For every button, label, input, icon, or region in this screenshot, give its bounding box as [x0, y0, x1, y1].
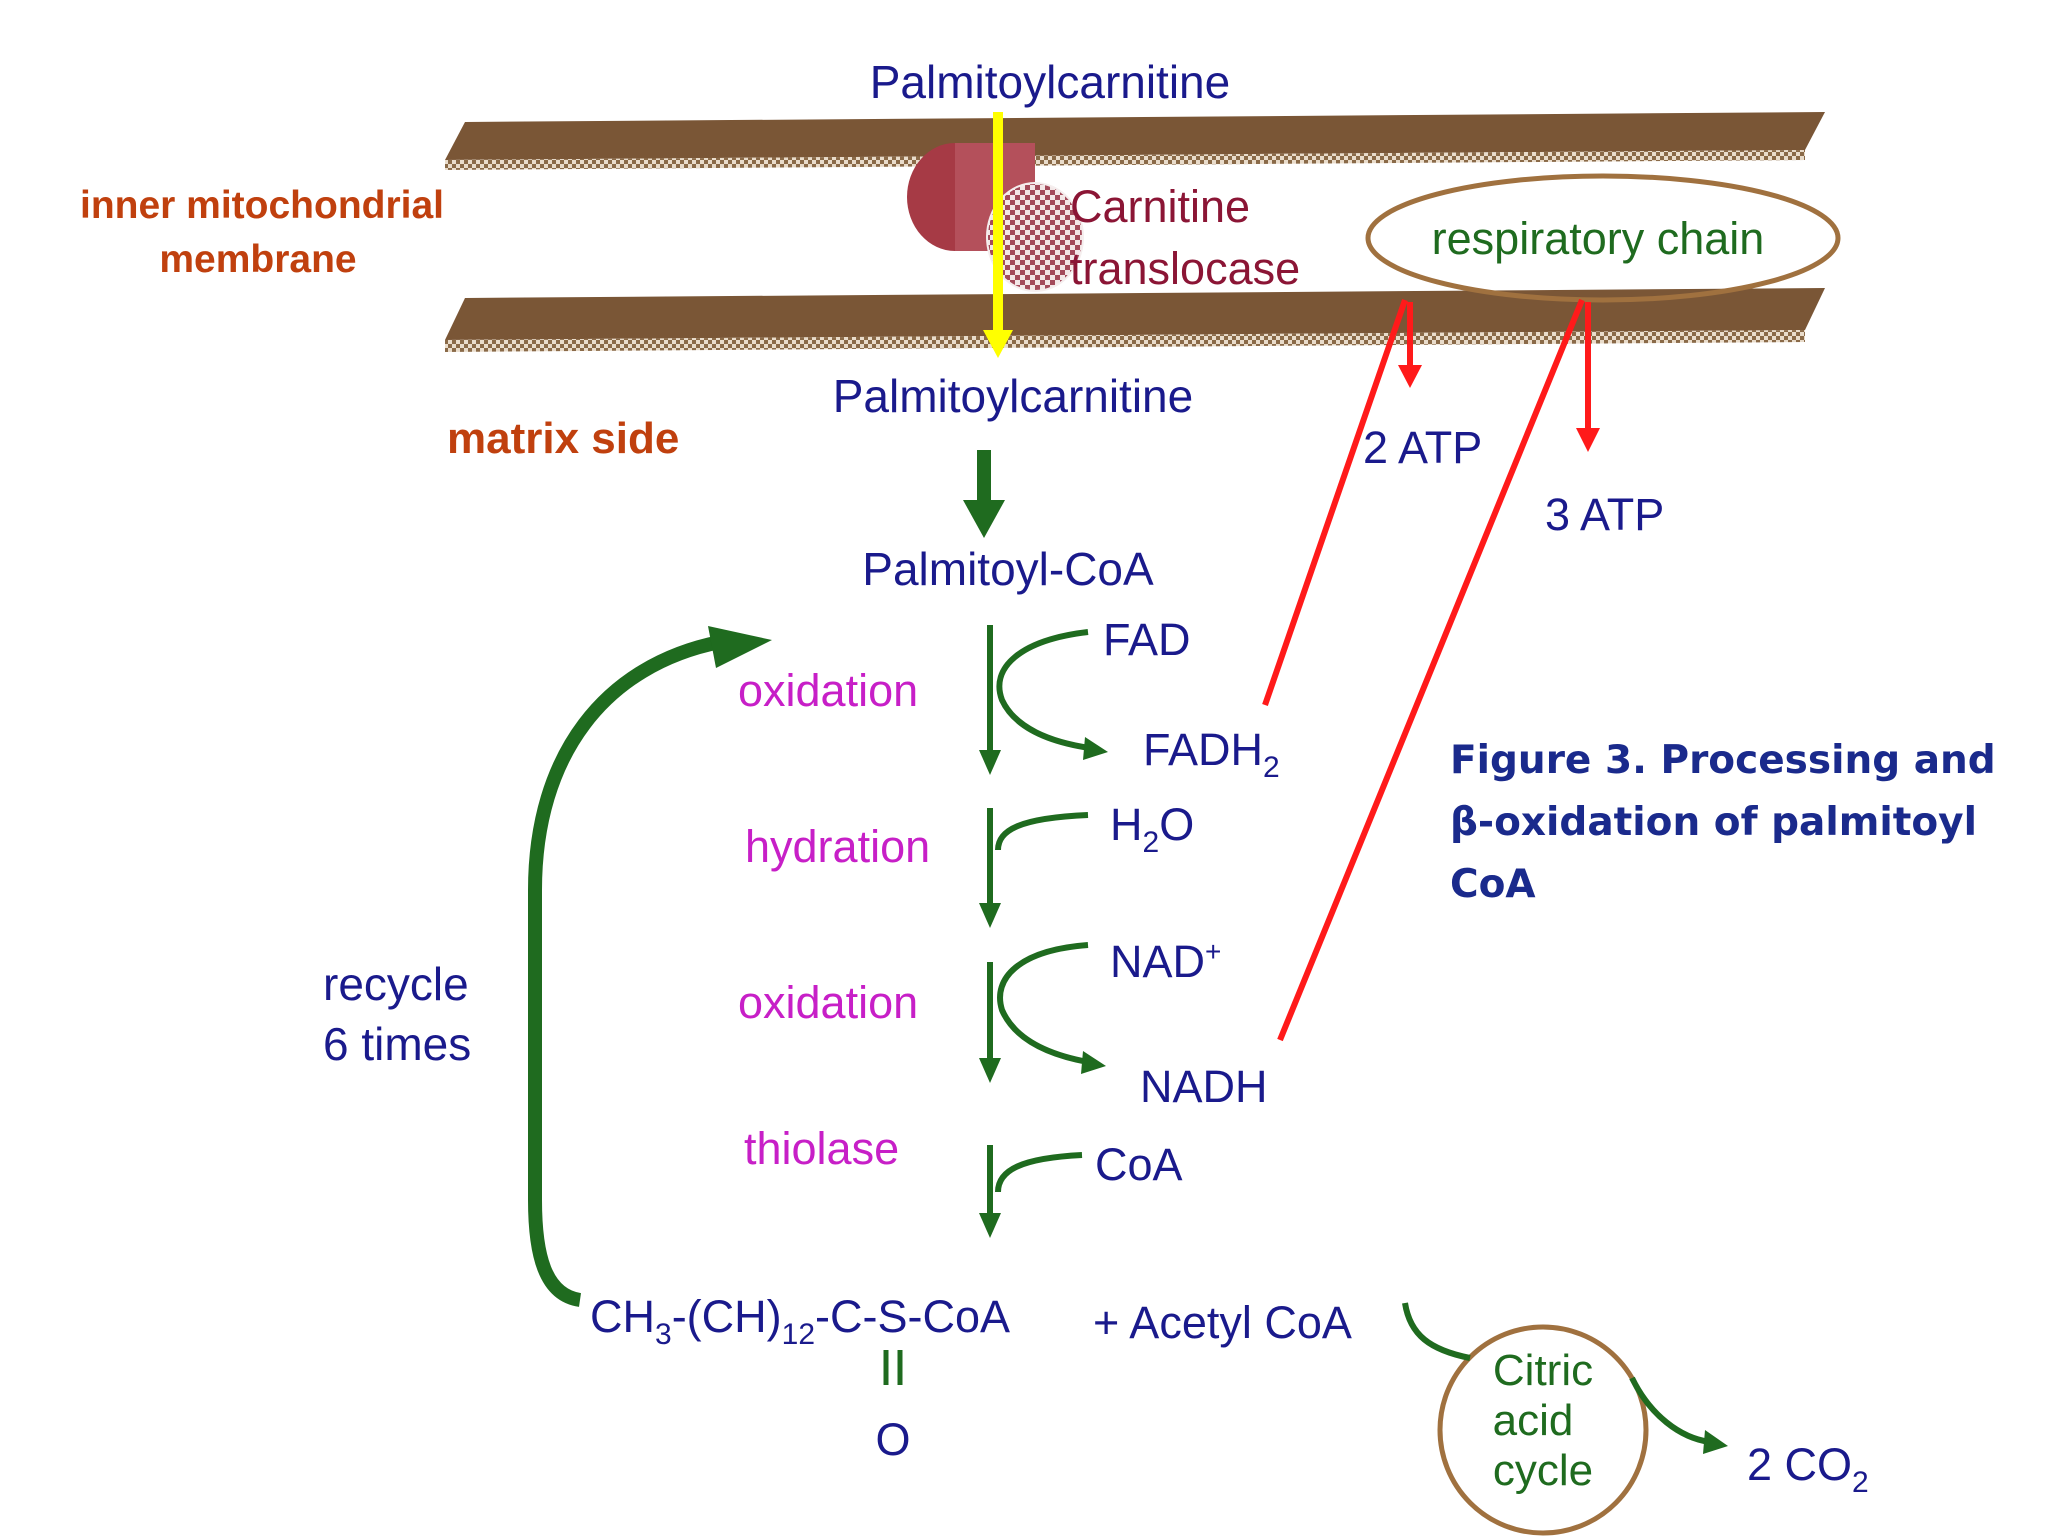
- citric-label-line1: Citric: [1493, 1346, 1593, 1395]
- step1-name: oxidation: [738, 665, 918, 716]
- transport-arrow: [983, 112, 1013, 358]
- water-label: H2O: [1110, 799, 1194, 859]
- respiratory-chain-label: respiratory chain: [1432, 213, 1765, 264]
- recycle-label-line1: recycle: [323, 958, 469, 1010]
- citric-cycle-circle: [1437, 1324, 1649, 1536]
- recycle-arrow: [528, 626, 772, 1307]
- step4-name: thiolase: [744, 1123, 899, 1174]
- upper-membrane: [445, 112, 1825, 170]
- membrane-label-line2: membrane: [159, 238, 356, 281]
- enzyme-label-line1: Carnitine: [1070, 181, 1250, 232]
- membrane-label-line1: inner mitochondrial: [80, 184, 444, 227]
- citric-label-line2: acid: [1493, 1396, 1574, 1445]
- co2-label: 2 CO2: [1747, 1439, 1869, 1499]
- cycle-to-co2-arrow: [1629, 1376, 1728, 1454]
- coa-label: CoA: [1095, 1139, 1183, 1190]
- product-formula: CH3-(CH)12-C-S-CoA: [590, 1291, 1010, 1351]
- acetyl-to-cycle-arrow: [1402, 1302, 1471, 1361]
- respiratory-chain-ellipse: [1365, 173, 1841, 303]
- caption-line-1: Figure 3. Processing and: [1450, 738, 1996, 783]
- lower-membrane: [445, 288, 1825, 352]
- step2-name: hydration: [745, 821, 930, 872]
- citric-label-line3: cycle: [1493, 1446, 1593, 1495]
- figure-caption: Figure 3. Processing and β-oxidation of …: [1450, 730, 2010, 916]
- pathway-arrows: [963, 450, 1108, 1238]
- caption-line-3: CoA: [1450, 862, 1536, 907]
- matrix-side-label: matrix side: [447, 414, 679, 463]
- fadh2-label: FADH2: [1143, 724, 1280, 784]
- step3-name: oxidation: [738, 977, 918, 1028]
- nadh-label: NADH: [1140, 1061, 1268, 1112]
- inside-substrate-label: Palmitoylcarnitine: [833, 370, 1193, 422]
- enzyme-label-line2: translocase: [1070, 243, 1300, 294]
- oxygen-label: O: [875, 1414, 910, 1465]
- carbonyl-bond: [883, 1350, 903, 1385]
- recycle-label-line2: 6 times: [323, 1018, 471, 1070]
- atp-right-label: 3 ATP: [1545, 489, 1664, 540]
- fad-label: FAD: [1103, 614, 1191, 665]
- acetyl-coa-label: + Acetyl CoA: [1093, 1297, 1352, 1348]
- nad-label: NAD+: [1110, 936, 1221, 987]
- caption-line-2: β-oxidation of palmitoyl: [1450, 800, 1977, 845]
- atp-left-label: 2 ATP: [1363, 422, 1482, 473]
- atp-arrows: [1262, 298, 1600, 1042]
- palmitoyl-coa-label: Palmitoyl-CoA: [862, 543, 1154, 595]
- outside-substrate-label: Palmitoylcarnitine: [870, 56, 1230, 108]
